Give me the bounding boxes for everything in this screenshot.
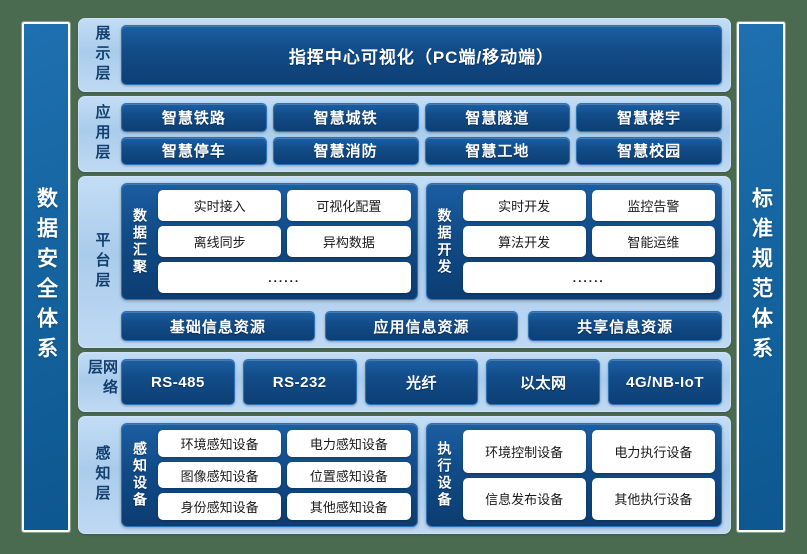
chip-smart-urban-rail[interactable]: 智慧城铁 (272, 103, 419, 132)
network-row: RS-485 RS-232 光纤 以太网 4G/NB-IoT (121, 359, 722, 405)
layer-platform: 平台层 数据汇聚 实时接入 可视化配置 (78, 176, 731, 348)
box-algorithm-development[interactable]: 算法开发 (462, 226, 586, 257)
actuating-row-1: 环境控制设备 电力执行设备 (462, 430, 715, 473)
group-actuating-devices: 执行设备 环境控制设备 电力执行设备 信息发布设备 其他执行设备 (425, 423, 722, 527)
group-sensing-devices-grid: 环境感知设备 电力感知设备 图像感知设备 位置感知设备 身份感知设备 其他感知设… (158, 430, 411, 521)
box-information-release-device[interactable]: 信息发布设备 (462, 477, 586, 520)
layer-application-label-wrap: 应用层 (83, 103, 121, 165)
layer-perception: 感知层 感知设备 环境感知设备 电力感知设备 (78, 416, 731, 534)
pillar-data-security: 数据安全体系 (22, 22, 70, 532)
development-row-3: ...... (462, 262, 715, 293)
platform-resource-row: 基础信息资源 应用信息资源 共享信息资源 (121, 311, 723, 341)
box-other-actuating-device[interactable]: 其他执行设备 (591, 477, 715, 520)
sensing-row-1: 环境感知设备 电力感知设备 (158, 430, 411, 457)
pillar-standards: 标准规范体系 (737, 22, 785, 532)
chip-smart-railway[interactable]: 智慧铁路 (121, 103, 267, 132)
perception-groups: 感知设备 环境感知设备 电力感知设备 图像感知设备 位置感知设备 (121, 423, 722, 527)
pillar-right-label: 标准规范体系 (749, 187, 773, 367)
group-data-development: 数据开发 实时开发 监控告警 算法开发 智能运维 (425, 183, 722, 300)
layer-network-label-wrap: 网络层 (83, 359, 121, 405)
development-row-2: 算法开发 智能运维 (462, 226, 715, 257)
box-development-more[interactable]: ...... (462, 262, 715, 293)
group-actuating-devices-grid: 环境控制设备 电力执行设备 信息发布设备 其他执行设备 (462, 430, 715, 520)
development-row-1: 实时开发 监控告警 (462, 190, 715, 221)
box-power-actuating-device[interactable]: 电力执行设备 (591, 430, 715, 473)
aggregation-row-2: 离线同步 异构数据 (158, 226, 411, 257)
chip-shared-information-resources[interactable]: 共享信息资源 (528, 311, 723, 341)
box-realtime-ingest[interactable]: 实时接入 (158, 190, 282, 221)
group-sensing-devices-label-wrap: 感知设备 (128, 430, 152, 520)
layer-presentation: 展示层 指挥中心可视化（PC端/移动端） (78, 18, 731, 92)
box-aggregation-more[interactable]: ...... (158, 262, 411, 293)
group-actuating-devices-label-wrap: 执行设备 (433, 430, 457, 520)
box-offline-sync[interactable]: 离线同步 (158, 226, 282, 257)
layer-platform-label: 平台层 (93, 232, 111, 292)
layer-platform-label-wrap: 平台层 (83, 183, 121, 341)
chip-rs232[interactable]: RS-232 (242, 359, 357, 405)
layer-presentation-label: 展示层 (93, 25, 111, 85)
box-location-sensing-device[interactable]: 位置感知设备 (287, 461, 411, 489)
group-data-aggregation-label: 数据汇聚 (132, 207, 148, 276)
layer-platform-body: 数据汇聚 实时接入 可视化配置 离线同步 异构数据 (121, 183, 723, 341)
box-identity-sensing-device[interactable]: 身份感知设备 (158, 493, 282, 521)
application-row-1: 智慧铁路 智慧城铁 智慧隧道 智慧楼宇 (121, 103, 722, 132)
layer-presentation-label-wrap: 展示层 (83, 25, 121, 85)
layer-perception-label: 感知层 (93, 445, 111, 505)
group-actuating-devices-label: 执行设备 (436, 441, 453, 509)
chip-smart-building[interactable]: 智慧楼宇 (576, 103, 722, 132)
chip-ethernet[interactable]: 以太网 (486, 359, 601, 405)
box-environment-sensing-device[interactable]: 环境感知设备 (158, 430, 282, 457)
chip-smart-parking[interactable]: 智慧停车 (121, 136, 267, 165)
group-data-aggregation-label-wrap: 数据汇聚 (128, 190, 152, 293)
box-visual-configuration[interactable]: 可视化配置 (287, 190, 411, 221)
layer-stack: 展示层 指挥中心可视化（PC端/移动端） 应用层 智慧铁路 智慧城铁 智慧隧道 … (78, 18, 731, 536)
box-intelligent-operations[interactable]: 智能运维 (591, 226, 715, 257)
chip-basic-information-resources[interactable]: 基础信息资源 (121, 311, 315, 341)
chip-smart-firefighting[interactable]: 智慧消防 (272, 136, 419, 165)
group-sensing-devices-label: 感知设备 (132, 441, 148, 509)
layer-application: 应用层 智慧铁路 智慧城铁 智慧隧道 智慧楼宇 智慧停车 智慧消防 智慧工地 智… (78, 96, 731, 172)
sensing-row-2: 图像感知设备 位置感知设备 (158, 461, 411, 489)
chip-smart-construction-site[interactable]: 智慧工地 (424, 136, 571, 165)
box-monitoring-alerting[interactable]: 监控告警 (591, 190, 715, 221)
actuating-row-2: 信息发布设备 其他执行设备 (462, 477, 715, 520)
chip-rs485[interactable]: RS-485 (121, 359, 235, 405)
box-environment-control-device[interactable]: 环境控制设备 (462, 430, 586, 473)
platform-groups: 数据汇聚 实时接入 可视化配置 离线同步 异构数据 (121, 183, 722, 300)
box-realtime-development[interactable]: 实时开发 (462, 190, 586, 221)
group-data-aggregation-grid: 实时接入 可视化配置 离线同步 异构数据 ...... (158, 190, 411, 293)
group-sensing-devices: 感知设备 环境感知设备 电力感知设备 图像感知设备 位置感知设备 (121, 423, 418, 527)
group-data-development-label: 数据开发 (436, 207, 453, 276)
box-other-sensing-device[interactable]: 其他感知设备 (287, 493, 411, 521)
layer-network-body: RS-485 RS-232 光纤 以太网 4G/NB-IoT (121, 359, 722, 405)
chip-smart-tunnel[interactable]: 智慧隧道 (424, 103, 571, 132)
chip-smart-campus[interactable]: 智慧校园 (576, 136, 722, 165)
chip-optical-fiber[interactable]: 光纤 (364, 359, 479, 405)
group-data-aggregation: 数据汇聚 实时接入 可视化配置 离线同步 异构数据 (121, 183, 418, 300)
pillar-left-label: 数据安全体系 (34, 187, 58, 367)
layer-network: 网络层 RS-485 RS-232 光纤 以太网 4G/NB-IoT (78, 352, 731, 412)
box-heterogeneous-data[interactable]: 异构数据 (287, 226, 411, 257)
layer-perception-body: 感知设备 环境感知设备 电力感知设备 图像感知设备 位置感知设备 (121, 423, 722, 527)
layer-application-label: 应用层 (93, 104, 111, 164)
chip-command-center-visualization[interactable]: 指挥中心可视化（PC端/移动端） (121, 25, 722, 85)
aggregation-row-3: ...... (158, 262, 411, 293)
layer-application-body: 智慧铁路 智慧城铁 智慧隧道 智慧楼宇 智慧停车 智慧消防 智慧工地 智慧校园 (121, 103, 722, 165)
application-row-2: 智慧停车 智慧消防 智慧工地 智慧校园 (121, 136, 722, 165)
group-data-development-grid: 实时开发 监控告警 算法开发 智能运维 ...... (462, 190, 715, 293)
layer-presentation-body: 指挥中心可视化（PC端/移动端） (121, 25, 722, 85)
box-power-sensing-device[interactable]: 电力感知设备 (287, 430, 411, 457)
group-data-development-label-wrap: 数据开发 (433, 190, 457, 293)
aggregation-row-1: 实时接入 可视化配置 (158, 190, 411, 221)
layer-network-label: 网络层 (86, 359, 118, 399)
chip-application-information-resources[interactable]: 应用信息资源 (324, 311, 519, 341)
sensing-row-3: 身份感知设备 其他感知设备 (158, 493, 411, 521)
chip-4g-nbiot[interactable]: 4G/NB-IoT (608, 359, 722, 405)
layer-perception-label-wrap: 感知层 (83, 423, 121, 527)
box-image-sensing-device[interactable]: 图像感知设备 (158, 461, 282, 489)
